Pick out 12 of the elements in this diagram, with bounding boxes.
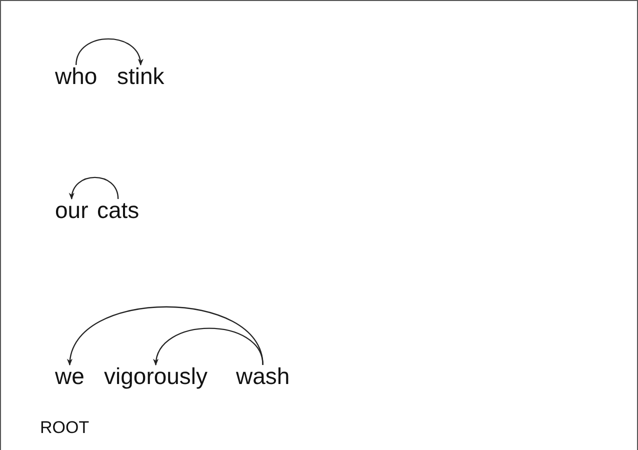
root-label: ROOT [40,419,90,437]
word: cats [97,198,140,222]
arc-arrow [68,306,264,366]
arc-arrow [154,328,264,366]
word: vigorously [104,364,208,388]
word: who [55,64,98,88]
arc-arrow [76,38,142,66]
word: wash [236,364,290,388]
word: our [55,198,88,222]
word: we [55,364,84,388]
word: stink [117,64,164,88]
arc-arrow [70,176,119,200]
